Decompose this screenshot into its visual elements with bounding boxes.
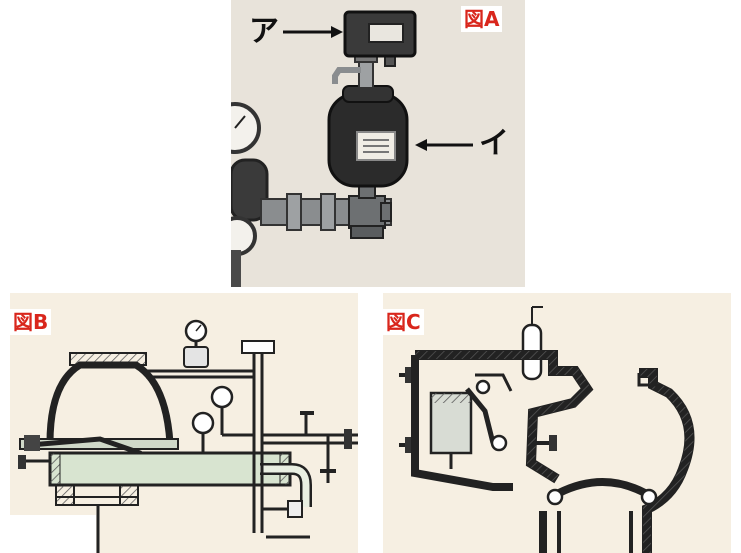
tee-fitting — [348, 195, 386, 229]
figure-a-illustration — [231, 10, 473, 287]
callout-i: イ — [479, 126, 509, 161]
figure-a-panel: ア イ 図A — [231, 0, 525, 287]
figure-a-label: 図A — [461, 6, 503, 32]
callout-a: ア — [249, 14, 279, 49]
figure-b-label: 図B — [10, 309, 52, 335]
lever-arm — [465, 387, 496, 444]
figure-b-diagram — [10, 319, 358, 553]
figure-b-panel: 図B — [10, 293, 358, 553]
dome-valve-body — [46, 361, 174, 444]
figure-c-panel: 図C — [383, 293, 731, 553]
pressure-gauge-middle — [210, 385, 234, 409]
figure-c-diagram — [399, 306, 695, 553]
pressure-gauge-bottom — [231, 216, 257, 256]
faucet-spout — [332, 67, 361, 84]
pressure-gauge-top — [231, 102, 261, 154]
pressure-gauge-lower — [191, 411, 215, 435]
figure-c-label: 図C — [383, 309, 424, 335]
valve-seat — [557, 478, 647, 497]
